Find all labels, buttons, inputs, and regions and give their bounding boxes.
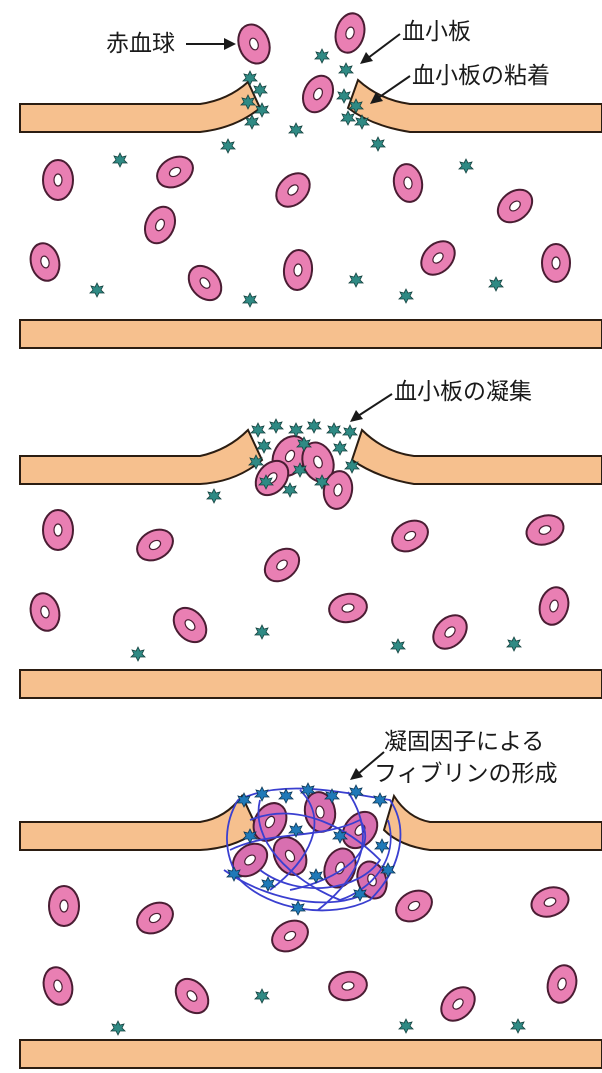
red-blood-cell bbox=[152, 150, 199, 193]
red-blood-cell bbox=[391, 162, 425, 204]
red-blood-cells bbox=[27, 510, 573, 655]
red-blood-cell bbox=[132, 523, 179, 566]
platelet bbox=[489, 277, 503, 291]
platelet bbox=[269, 419, 283, 433]
platelet bbox=[341, 111, 355, 125]
red-blood-cell bbox=[27, 240, 64, 284]
platelet bbox=[255, 625, 269, 639]
red-blood-cell bbox=[270, 167, 317, 214]
red-blood-cell bbox=[536, 584, 573, 628]
platelet bbox=[251, 423, 265, 437]
aggregation-arrowhead bbox=[350, 410, 363, 422]
vessel-wall-top-left bbox=[20, 796, 258, 850]
platelet bbox=[257, 439, 271, 453]
red-blood-cell bbox=[27, 590, 64, 634]
panel-aggregation bbox=[20, 394, 602, 698]
red-blood-cell bbox=[267, 914, 314, 957]
red-blood-cell bbox=[435, 981, 482, 1028]
platelet bbox=[511, 1019, 525, 1033]
red-blood-cell bbox=[327, 969, 369, 1003]
red-blood-cell bbox=[43, 510, 73, 550]
red-blood-cell bbox=[182, 259, 228, 306]
red-blood-cell bbox=[427, 609, 474, 656]
platelet bbox=[207, 489, 221, 503]
panel-fibrin bbox=[20, 752, 602, 1068]
platelet-arrowhead bbox=[360, 52, 373, 64]
red-blood-cell bbox=[258, 542, 305, 588]
red-blood-cell bbox=[132, 896, 179, 939]
platelet bbox=[243, 71, 257, 85]
red-blood-cell bbox=[491, 183, 538, 229]
vessel-wall-bottom bbox=[20, 1040, 602, 1068]
panel-adhesion bbox=[20, 10, 602, 348]
platelet bbox=[459, 159, 473, 173]
label-fibrin-line1: 凝固因子による bbox=[384, 726, 558, 758]
platelet-arrow bbox=[368, 34, 400, 58]
label-fibrin-formation: 凝固因子による フィブリンの形成 bbox=[384, 726, 558, 790]
platelet bbox=[111, 1021, 125, 1035]
label-platelet: 血小板 bbox=[402, 18, 471, 46]
vessel-wall-top-left bbox=[20, 430, 262, 484]
red-blood-cell bbox=[415, 235, 462, 282]
fibrin-arrowhead bbox=[350, 768, 363, 780]
platelet bbox=[307, 419, 321, 433]
label-red-blood-cell: 赤血球 bbox=[106, 30, 175, 58]
platelet bbox=[339, 63, 353, 77]
platelet bbox=[349, 273, 363, 287]
rbc-arrowhead bbox=[224, 38, 236, 50]
platelet bbox=[243, 293, 257, 307]
red-blood-cell bbox=[327, 591, 369, 625]
platelet bbox=[399, 289, 413, 303]
platelet bbox=[391, 639, 405, 653]
platelet bbox=[289, 123, 303, 137]
red-blood-cell bbox=[542, 244, 570, 282]
platelet bbox=[343, 425, 357, 439]
platelet bbox=[253, 83, 267, 97]
red-blood-cell bbox=[49, 886, 79, 926]
label-platelet-aggregation: 血小板の凝集 bbox=[394, 378, 532, 406]
platelet bbox=[371, 137, 385, 151]
label-arrows bbox=[350, 394, 392, 422]
red-blood-cell bbox=[169, 972, 215, 1019]
red-blood-cell bbox=[527, 882, 572, 921]
red-blood-cell bbox=[233, 20, 275, 68]
label-arrows bbox=[186, 34, 410, 104]
platelet bbox=[131, 647, 145, 661]
red-blood-cell bbox=[139, 202, 180, 248]
vessel-wall-top-right bbox=[384, 796, 602, 850]
platelet bbox=[113, 153, 127, 167]
red-blood-cells bbox=[40, 882, 581, 1027]
platelet bbox=[333, 441, 347, 455]
red-blood-cell bbox=[387, 514, 434, 557]
red-blood-cell bbox=[331, 10, 368, 56]
red-blood-cell bbox=[297, 71, 338, 117]
red-blood-cell bbox=[391, 884, 438, 927]
platelet bbox=[375, 839, 389, 853]
platelet bbox=[507, 637, 521, 651]
red-blood-cell bbox=[40, 964, 77, 1008]
vessel-wall-top-left bbox=[20, 82, 260, 132]
platelet bbox=[289, 423, 303, 437]
red-blood-cell bbox=[282, 249, 313, 291]
platelet bbox=[337, 89, 351, 103]
red-blood-cell bbox=[522, 510, 567, 549]
vessel-wall-bottom bbox=[20, 670, 602, 698]
platelet bbox=[279, 789, 293, 803]
platelet bbox=[327, 423, 341, 437]
platelet bbox=[399, 1019, 413, 1033]
vessel-wall-bottom bbox=[20, 320, 602, 348]
red-blood-cell bbox=[43, 160, 73, 200]
label-fibrin-line2: フィブリンの形成 bbox=[374, 758, 558, 790]
aggregation-arrow bbox=[358, 394, 392, 416]
adhesion-arrow bbox=[378, 76, 410, 98]
red-blood-cell bbox=[544, 962, 581, 1006]
platelet bbox=[315, 49, 329, 63]
label-platelet-adhesion: 血小板の粘着 bbox=[412, 62, 550, 90]
platelet bbox=[90, 283, 104, 297]
platelet bbox=[221, 139, 235, 153]
platelet bbox=[255, 989, 269, 1003]
red-blood-cell bbox=[167, 601, 213, 648]
vessel-wall-top-right bbox=[352, 430, 602, 484]
